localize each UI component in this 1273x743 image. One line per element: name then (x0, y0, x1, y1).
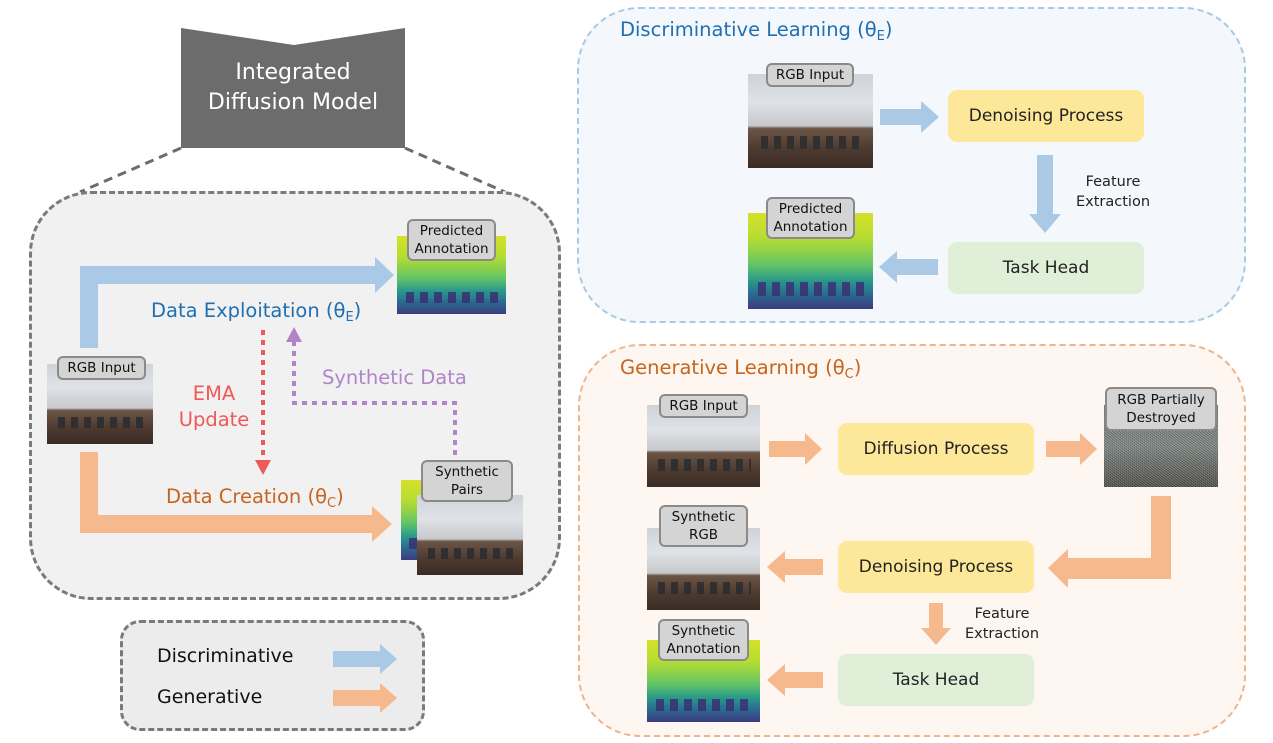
model-rgb-tag: RGB Input (57, 356, 146, 380)
legend-gen-arrow (333, 683, 397, 713)
gen-title: Generative Learning (θC) (620, 356, 862, 382)
synthetic-data-arrow-line (292, 340, 457, 455)
disc-rgb-image (748, 74, 873, 168)
connector-left (79, 146, 182, 194)
gen-denoising-box: Denoising Process (838, 541, 1034, 593)
gen-arrow-3 (1048, 496, 1171, 588)
exploitation-arrow (80, 257, 394, 348)
legend-discriminative: Discriminative (157, 645, 294, 667)
disc-arrow-2 (1029, 155, 1061, 233)
disc-rgb-tag: RGB Input (766, 63, 854, 87)
disc-feature-extraction: Feature Extraction (1075, 174, 1151, 210)
model-hourglass-base (181, 130, 405, 148)
gen-arrow-5 (921, 603, 951, 645)
gen-synthetic-rgb-tag: Synthetic RGB (659, 505, 748, 547)
connector-right (404, 146, 506, 194)
gen-feature-extraction: Feature Extraction (964, 606, 1040, 642)
disc-predicted-tag: Predicted Annotation (766, 197, 855, 239)
synthetic-data-arrow-head (286, 327, 302, 342)
synthetic-data-label: Synthetic Data (322, 366, 467, 389)
disc-arrow-3 (879, 251, 938, 283)
gen-diffusion-box: Diffusion Process (838, 423, 1034, 475)
data-exploitation-label: Data Exploitation (θE) (151, 299, 362, 325)
legend-generative: Generative (157, 686, 263, 708)
model-predicted-tag: Predicted Annotation (407, 219, 496, 261)
gen-rgb-image (647, 405, 760, 487)
gen-destroyed-tag: RGB Partially Destroyed (1105, 387, 1217, 431)
creation-arrow (80, 452, 392, 542)
disc-title: Discriminative Learning (θE) (620, 18, 893, 44)
gen-arrow-1 (769, 433, 822, 465)
disc-task-head-box: Task Head (948, 242, 1144, 294)
gen-task-head-box: Task Head (838, 654, 1034, 706)
data-creation-label: Data Creation (θC) (166, 485, 344, 511)
gen-arrow-4 (767, 551, 823, 583)
gen-arrow-6 (767, 664, 823, 696)
model-synthetic-pairs-tag: Synthetic Pairs (421, 460, 513, 502)
model-label: Integrated Diffusion Model (207, 60, 379, 115)
disc-arrow-1 (880, 101, 939, 133)
legend-panel (120, 620, 425, 731)
legend-disc-arrow (333, 644, 397, 674)
model-hourglass-shape (181, 28, 405, 148)
ema-arrow-head (255, 460, 271, 475)
ema-update-label: EMA Update (178, 382, 250, 431)
disc-denoising-box: Denoising Process (948, 90, 1144, 142)
gen-arrow-2 (1046, 433, 1097, 465)
model-synthetic-rgb-image (417, 495, 523, 575)
gen-synthetic-annotation-tag: Synthetic Annotation (658, 619, 749, 661)
gen-rgb-tag: RGB Input (659, 394, 748, 418)
